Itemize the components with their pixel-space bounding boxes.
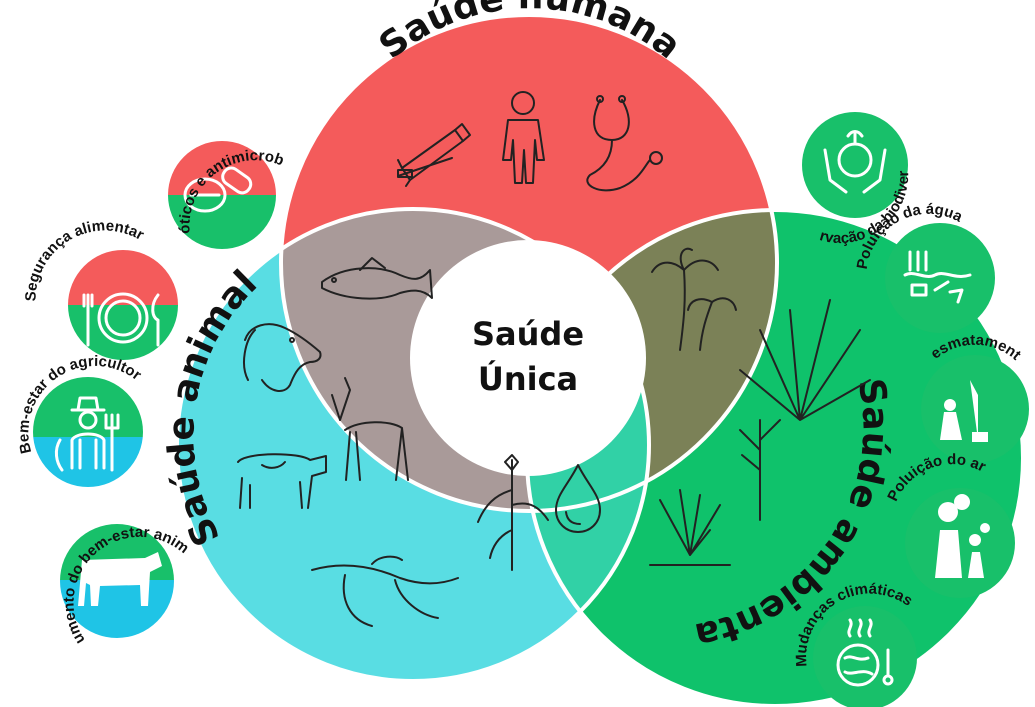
badge-food-safety: Segurança alimentar xyxy=(22,217,190,365)
badge-farmer-wellbeing: Bem-estar do agricultor xyxy=(15,353,155,497)
badge-antibiotics: Antibióticos e antimicrobianos xyxy=(0,0,290,255)
center-title-line2: Única xyxy=(478,359,578,398)
center-title-line1: Saúde xyxy=(472,315,584,353)
center-circle xyxy=(410,240,646,476)
